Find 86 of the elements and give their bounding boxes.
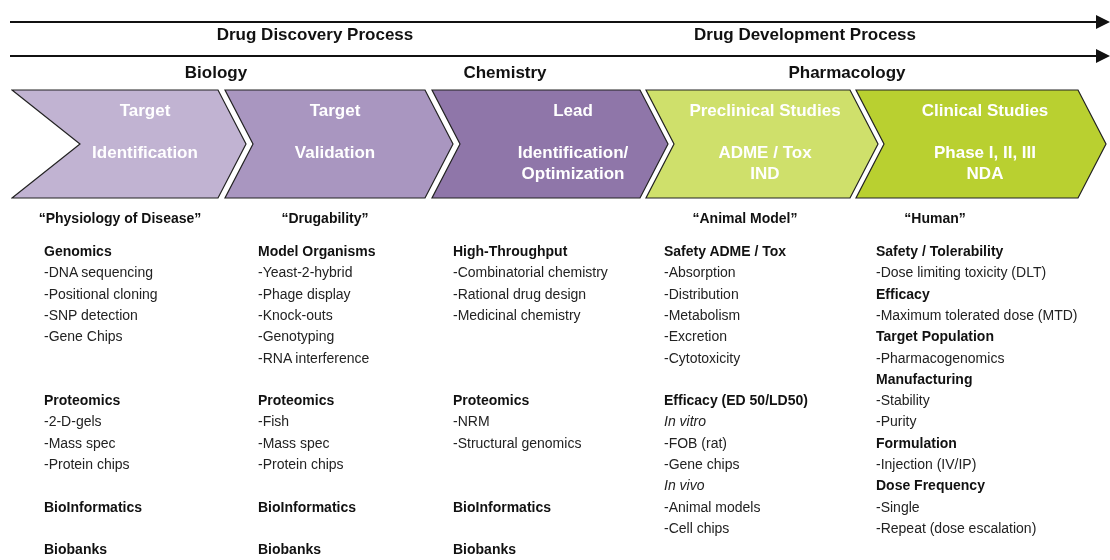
section-heading: High-Throughput (453, 243, 568, 260)
section-heading: Proteomics (44, 392, 121, 410)
list-item: -DNA sequencing (44, 264, 153, 282)
column-heading: “Animal Model” (692, 210, 798, 227)
list-item: -Injection (IV/IP) (876, 456, 977, 473)
list-item: -Animal models (664, 498, 761, 516)
list-item: -RNA interference (258, 349, 370, 367)
list-item: -Structural genomics (453, 434, 582, 452)
list-item: -Gene chips (664, 456, 740, 473)
section-heading: Biobanks (258, 541, 321, 559)
step-label: Lead (553, 101, 593, 121)
heading: Chemistry (463, 64, 547, 81)
section-heading: Manufacturing (876, 370, 973, 388)
section-heading: Proteomics (258, 392, 335, 410)
column-heading: “Physiology of Disease” (38, 210, 202, 227)
list-item: -Single (876, 498, 920, 516)
list-item: -Dose limiting toxicity (DLT) (876, 264, 1047, 282)
list-item: -Protein chips (44, 456, 130, 473)
step-label: Phase I, II, III (934, 143, 1036, 163)
step-label: Optimization (521, 164, 625, 184)
step-label: Preclinical Studies (689, 101, 841, 121)
list-item: -Metabolism (664, 306, 741, 324)
section-heading: BioInformatics (453, 498, 551, 516)
list-item: -Phage display (258, 285, 351, 303)
list-item: -Genotyping (258, 328, 335, 346)
heading: Drug Development Process (694, 26, 916, 43)
section-heading: Formulation (876, 434, 957, 452)
heading: Drug Discovery Process (216, 26, 414, 43)
step-label: IND (750, 164, 780, 184)
step-label: ADME / Tox (718, 143, 812, 163)
section-heading: Dose Frequency (876, 477, 985, 495)
list-item: -Positional cloning (44, 285, 158, 303)
list-item: -Combinatorial chemistry (453, 264, 608, 282)
list-item: -Cytotoxicity (664, 349, 741, 367)
chevron-step (431, 89, 669, 199)
list-item: -Stability (876, 392, 930, 410)
section-heading: Efficacy (ED 50/LD50) (664, 392, 808, 410)
section-heading: Biobanks (453, 541, 516, 559)
section-heading: Efficacy (876, 285, 930, 303)
section-heading: Safety ADME / Tox (664, 243, 787, 260)
list-item: -Maximum tolerated dose (MTD) (876, 306, 1078, 324)
list-item: -Distribution (664, 285, 739, 303)
section-heading: BioInformatics (258, 498, 356, 516)
column-heading: “Drugability” (281, 210, 369, 227)
list-item: -Gene Chips (44, 328, 123, 346)
list-item: -Yeast-2-hybrid (258, 264, 353, 282)
list-item: -FOB (rat) (664, 434, 727, 452)
section-heading: BioInformatics (44, 498, 142, 516)
heading: Biology (184, 64, 248, 81)
list-item: -NRM (453, 413, 490, 431)
list-item: -Cell chips (664, 519, 730, 537)
chevron-step (645, 89, 879, 199)
step-label: Clinical Studies (921, 101, 1049, 121)
list-item: -Medicinal chemistry (453, 306, 581, 324)
step-label: Identification/ (517, 143, 629, 163)
section-heading: Safety / Tolerability (876, 243, 1004, 260)
step-label: NDA (966, 164, 1004, 184)
section-heading: Genomics (44, 243, 112, 260)
list-item: -Knock-outs (258, 306, 333, 324)
section-heading: Model Organisms (258, 243, 376, 260)
step-label: Identification (92, 143, 198, 163)
column-heading: “Human” (904, 210, 966, 227)
list-item: -Fish (258, 413, 290, 431)
heading: Pharmacology (788, 64, 906, 81)
list-item: -Purity (876, 413, 917, 431)
section-heading: Target Population (876, 328, 994, 346)
list-item: -Absorption (664, 264, 736, 282)
list-item: -SNP detection (44, 306, 138, 324)
list-item: -Pharmacogenomics (876, 349, 1005, 367)
list-item: -Mass spec (258, 434, 330, 452)
list-subheading: In vivo (664, 477, 705, 495)
step-label: Target (119, 101, 171, 121)
list-item: -Rational drug design (453, 285, 587, 303)
section-heading: Biobanks (44, 541, 107, 559)
list-item: -Repeat (dose escalation) (876, 519, 1037, 537)
step-label: Target (309, 101, 361, 121)
section-heading: Proteomics (453, 392, 530, 410)
chevron-step (11, 89, 247, 199)
list-item: -Mass spec (44, 434, 116, 452)
list-item: -2-D-gels (44, 413, 102, 431)
list-item: -Protein chips (258, 456, 344, 473)
chevron-step (224, 89, 454, 199)
step-label: Validation (294, 143, 376, 163)
list-subheading: In vitro (664, 413, 706, 431)
list-item: -Excretion (664, 328, 728, 346)
chevron-step (855, 89, 1107, 199)
